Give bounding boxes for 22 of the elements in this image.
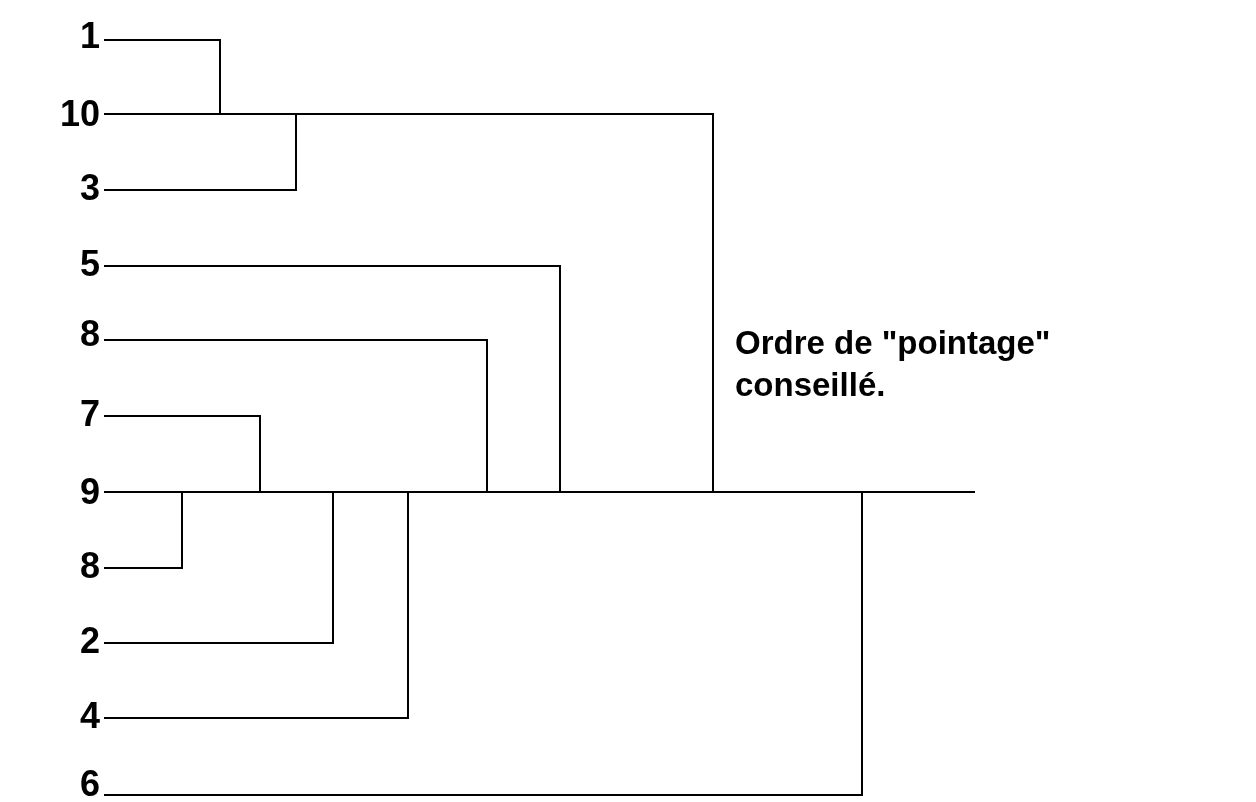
leaf-number: 10 [58, 94, 100, 134]
leaf-number: 9 [78, 472, 100, 512]
leaf-number: 4 [30, 696, 100, 736]
note-text: Ordre de "pointage" conseillé. [735, 323, 1052, 405]
connector-line [103, 265, 561, 493]
connector-line [103, 491, 409, 719]
connector-line [103, 339, 488, 493]
leaf-number: 8 [30, 546, 100, 586]
connector-line [103, 415, 261, 493]
leaf-number: 7 [30, 394, 100, 434]
leaf-number: 1 [30, 16, 100, 56]
connector-line [295, 113, 714, 493]
connector-line [103, 491, 863, 796]
leaf-number: 2 [30, 621, 100, 661]
connector-line [103, 39, 221, 115]
connector-line [103, 491, 334, 644]
connector-line [103, 113, 297, 191]
leaf-number: 3 [30, 168, 100, 208]
leaf-number: 5 [30, 244, 100, 284]
leaf-number: 6 [30, 764, 100, 802]
leaf-number: 8 [30, 314, 100, 354]
connector-line [103, 491, 183, 569]
